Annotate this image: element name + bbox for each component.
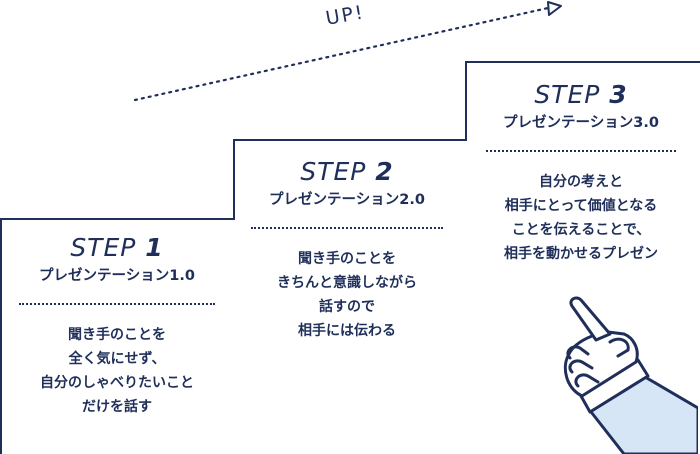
step-2-line-3: 話すので bbox=[319, 299, 375, 315]
step-3-number: 3 bbox=[609, 80, 628, 109]
dotted-arrow-icon bbox=[133, 1, 562, 102]
step-3-line-2: 相手にとって価値となる bbox=[504, 198, 658, 214]
step-2-divider bbox=[251, 227, 443, 229]
step-2-description: 聞き手のことを きちんと意識しながら 話すので 相手には伝わる bbox=[248, 247, 446, 343]
step-1-prefix: STEP bbox=[70, 233, 137, 262]
step-3-line-1: 自分の考えと bbox=[539, 174, 623, 190]
step-3: STEP 3 プレゼンテーション3.0 自分の考えと 相手にとって価値となる こ… bbox=[482, 80, 680, 266]
step-3-description: 自分の考えと 相手にとって価値となる ことを伝えることで、 相手を動かせるプレゼ… bbox=[482, 170, 680, 266]
step-2-line-2: きちんと意識しながら bbox=[277, 275, 417, 291]
step-1-number: 1 bbox=[145, 233, 164, 262]
step-1-line-2: 全く気にせず、 bbox=[68, 351, 166, 367]
step-3-title: STEP 3 bbox=[482, 80, 680, 110]
step-3-line-3: ことを伝えることで、 bbox=[511, 222, 651, 238]
step-1: STEP 1 プレゼンテーション1.0 聞き手のことを 全く気にせず、 自分のし… bbox=[18, 233, 216, 419]
step-2-title: STEP 2 bbox=[248, 157, 446, 187]
step-3-prefix: STEP bbox=[534, 80, 601, 109]
staircase-line bbox=[0, 61, 700, 220]
step-2-prefix: STEP bbox=[300, 157, 367, 186]
step-1-line-3: 自分のしゃべりたいこと bbox=[40, 375, 194, 391]
step-1-description: 聞き手のことを 全く気にせず、 自分のしゃべりたいこと だけを話す bbox=[18, 323, 216, 419]
step-3-subtitle: プレゼンテーション3.0 bbox=[503, 115, 659, 131]
step-2-line-4: 相手には伝わる bbox=[298, 323, 396, 339]
step-2-subtitle: プレゼンテーション2.0 bbox=[269, 192, 425, 208]
step-1-title: STEP 1 bbox=[18, 233, 216, 263]
pointing-hand-icon bbox=[563, 296, 698, 454]
step-2-line-1: 聞き手のことを bbox=[298, 251, 396, 267]
step-2-number: 2 bbox=[375, 157, 394, 186]
step-3-line-4: 相手を動かせるプレゼン bbox=[504, 246, 658, 262]
step-2: STEP 2 プレゼンテーション2.0 聞き手のことを きちんと意識しながら 話… bbox=[248, 157, 446, 343]
step-3-divider bbox=[486, 150, 676, 152]
step-1-divider bbox=[19, 303, 215, 305]
step-1-subtitle: プレゼンテーション1.0 bbox=[39, 268, 195, 284]
step-1-line-4: だけを話す bbox=[82, 399, 152, 415]
step-1-line-1: 聞き手のことを bbox=[68, 327, 166, 343]
